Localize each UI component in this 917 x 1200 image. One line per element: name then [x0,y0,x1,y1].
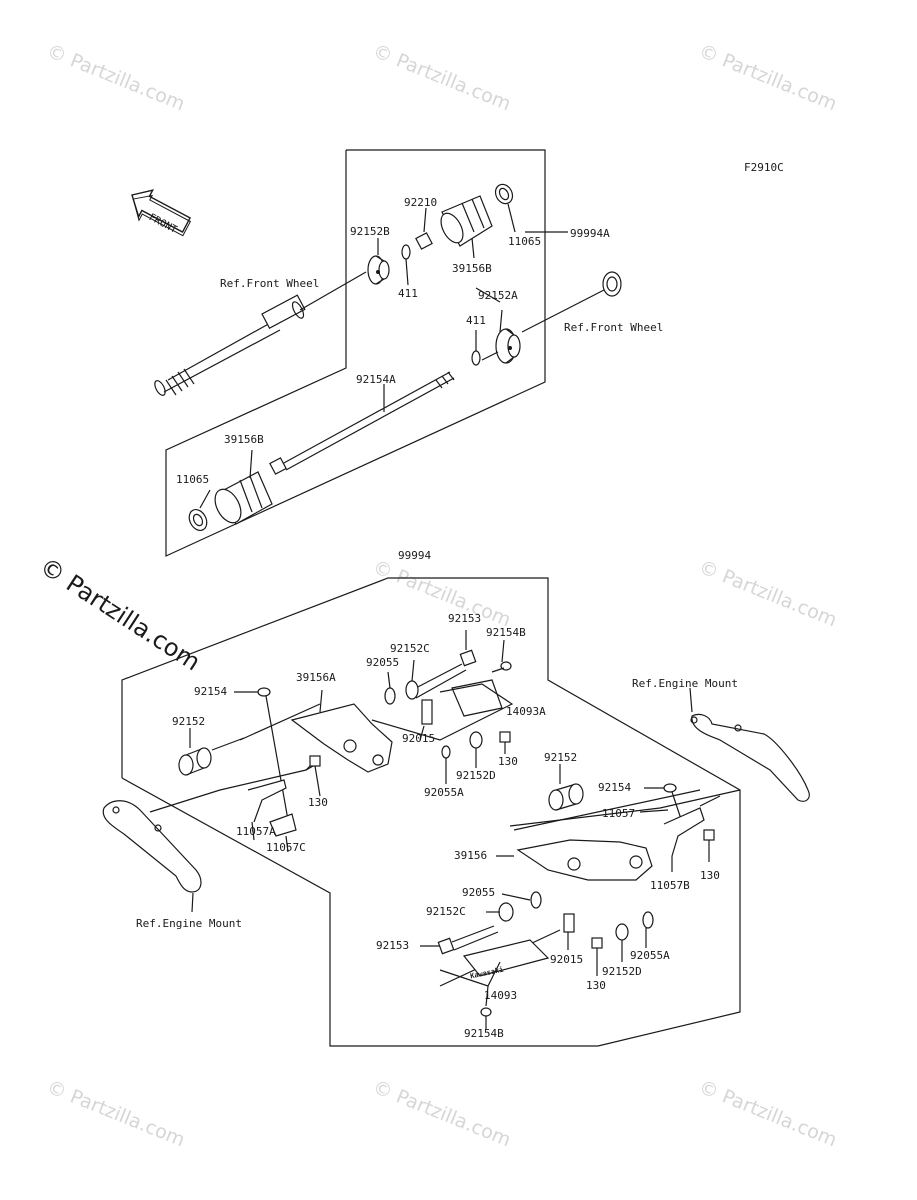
emblem-14093A [371,679,514,741]
label-92154-right[interactable]: 92154 [598,781,632,794]
label-411-top[interactable]: 411 [398,287,418,300]
label-11057A[interactable]: 11057A [236,825,276,838]
ref-front-wheel-left: Ref.Front Wheel [220,277,320,290]
bolt-92154B-left [491,639,512,673]
emblem-14093 [439,939,550,1007]
bracket-39156A [290,689,393,773]
label-92154-left[interactable]: 92154 [194,685,228,698]
bolt-130-c [703,829,715,841]
label-92152-left[interactable]: 92152 [172,715,206,728]
bolt-92154-left [234,687,289,821]
label-130-c[interactable]: 130 [700,869,720,882]
bolt-92154A [281,371,455,471]
engine-mount-right [689,687,810,802]
front-wheel-ring-right [521,271,622,333]
label-92152-right[interactable]: 92152 [544,751,578,764]
clip-11065-bottom [188,489,211,532]
label-39156A[interactable]: 39156A [296,671,336,684]
label-92152A[interactable]: 92152A [478,289,518,302]
label-411-mid[interactable]: 411 [466,314,486,327]
label-130-d[interactable]: 130 [586,979,606,992]
washer-92055A-right [642,911,654,929]
washer-411-mid [471,350,481,366]
collar-92152C-left [405,680,419,700]
washer-411-top [401,244,411,260]
label-92015-right[interactable]: 92015 [550,953,584,966]
bolt-92153-right [420,925,499,955]
diagram-code: F2910C [744,161,784,174]
bolt-130-a [309,755,321,767]
label-130-b[interactable]: 130 [498,755,518,768]
label-11057[interactable]: 11057 [602,807,636,820]
collar-92152C-right [498,902,514,922]
label-11057B[interactable]: 11057B [650,879,690,892]
label-11057C[interactable]: 11057C [266,841,306,854]
collar-92152D-right [615,923,629,941]
label-92015-left[interactable]: 92015 [402,732,436,745]
bracket-39156 [496,839,653,881]
label-92152C-left[interactable]: 92152C [390,642,430,655]
label-130-a[interactable]: 130 [308,796,328,809]
ref-engine-mount-right: Ref.Engine Mount [632,677,738,690]
label-92152C-right[interactable]: 92152C [426,905,466,918]
washer-92055-left [384,687,396,705]
spacer-92015-left [421,699,433,725]
bolt-130-b [499,731,511,743]
label-92152D-left[interactable]: 92152D [456,769,496,782]
label-92210[interactable]: 92210 [404,196,438,209]
spacer-92015-right [563,913,575,933]
label-92055A-left[interactable]: 92055A [424,786,464,799]
collar-92152D-left [469,731,483,749]
label-92055-left[interactable]: 92055 [366,656,400,669]
label-92154B-right[interactable]: 92154B [464,1027,504,1040]
upper-kit-frame [165,149,546,557]
slider-39156B-bottom [214,449,287,525]
label-92154B-left[interactable]: 92154B [486,626,526,639]
engine-mount-left [102,800,202,913]
bracket-11057A [247,779,297,853]
label-92055A-right[interactable]: 92055A [630,949,670,962]
label-39156[interactable]: 39156 [454,849,488,862]
label-99994A[interactable]: 99994A [570,227,610,240]
collar-92152B [367,238,390,285]
label-11065-top[interactable]: 11065 [508,235,542,248]
label-14093[interactable]: 14093 [484,989,518,1002]
washer-92055A-left [441,745,451,759]
label-92152B[interactable]: 92152B [350,225,390,238]
front-arrow-icon [131,189,192,237]
nut-92210 [415,232,433,250]
spacer-92152-right [548,764,584,811]
label-92055-right[interactable]: 92055 [462,886,496,899]
slider-39156B-top [440,195,493,259]
washer-92055-right [530,891,542,909]
label-39156B-top[interactable]: 39156B [452,262,492,275]
ref-front-wheel-right: Ref.Front Wheel [564,321,664,334]
bolt-92153-left [411,630,477,699]
clip-11065-top [494,183,516,233]
label-39156B-bottom[interactable]: 39156B [224,433,264,446]
label-99994[interactable]: 99994 [398,549,432,562]
front-axle [154,271,367,396]
ref-engine-mount-left: Ref.Engine Mount [136,917,242,930]
bracket-11057B [639,795,721,872]
collar-92152A [495,309,521,364]
label-92154A[interactable]: 92154A [356,373,396,386]
bolt-92154B-right [480,1007,492,1017]
label-14093A[interactable]: 14093A [506,705,546,718]
label-11065-bottom[interactable]: 11065 [176,473,210,486]
label-92153-right[interactable]: 92153 [376,939,410,952]
spacer-92152-left [178,728,245,776]
label-92153-left[interactable]: 92153 [448,612,482,625]
label-92152D-right[interactable]: 92152D [602,965,642,978]
bolt-130-d [591,937,603,949]
